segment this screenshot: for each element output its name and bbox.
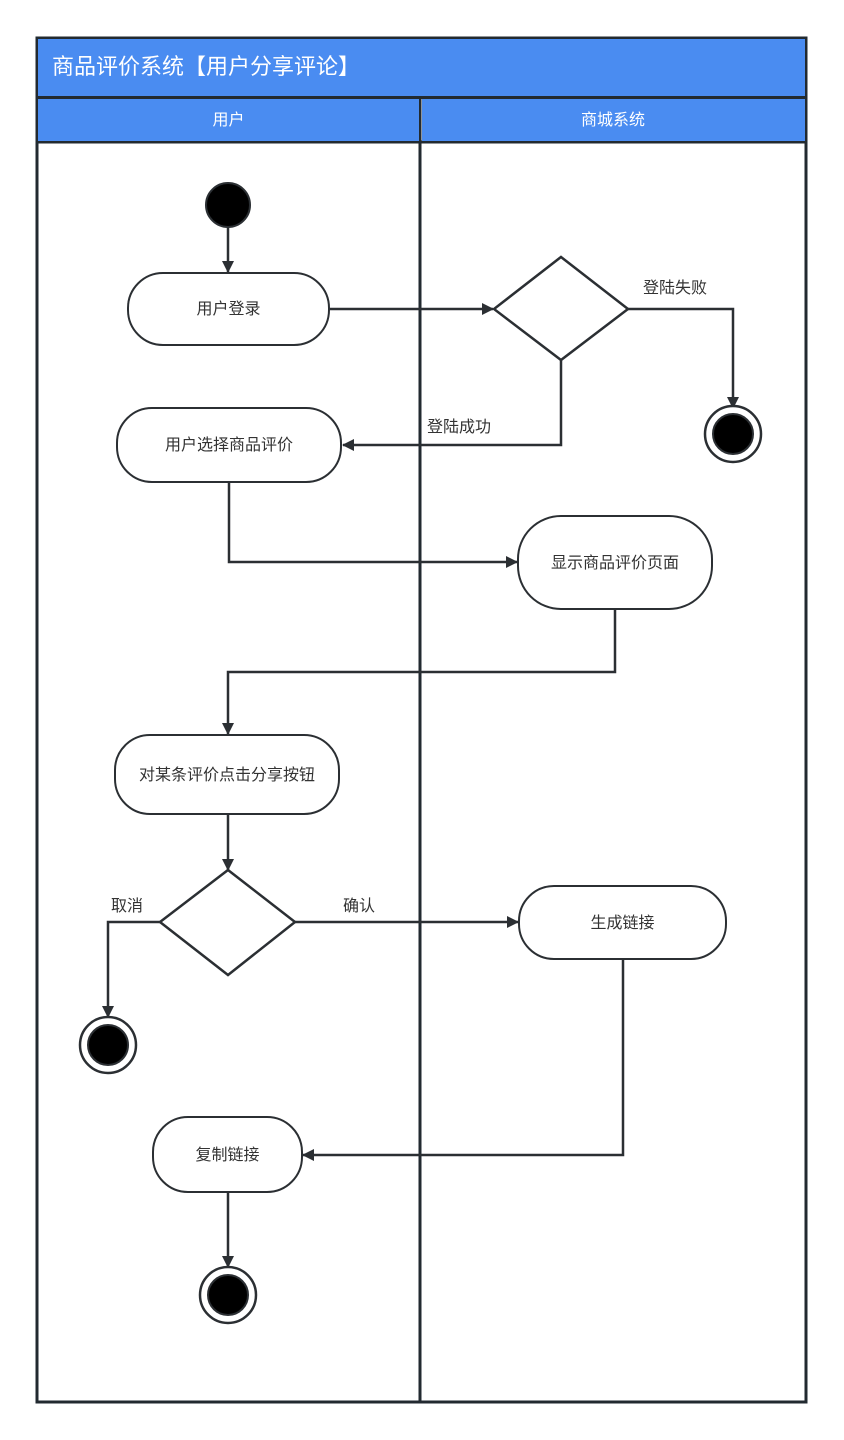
diagram-title: 商品评价系统【用户分享评论】 xyxy=(38,39,805,96)
final-node-cancel-icon xyxy=(78,1015,138,1075)
edge-gen-copy xyxy=(302,960,625,1161)
decision-login-result xyxy=(491,255,631,362)
action-generate-link: 生成链接 xyxy=(518,885,727,960)
action-show-review-page: 显示商品评价页面 xyxy=(517,515,713,610)
lane-header-system: 商城系统 xyxy=(421,99,805,141)
final-node-copy-done-icon xyxy=(198,1265,258,1325)
action-copy-link: 复制链接 xyxy=(152,1116,303,1193)
edge-label-login-failed: 登陆失败 xyxy=(643,278,708,297)
action-click-share: 对某条评价点击分享按钮 xyxy=(114,734,340,815)
initial-node-icon xyxy=(205,182,251,228)
edge-decision1-select xyxy=(342,360,563,451)
edge-decision2-end2 xyxy=(102,920,160,1018)
lane-header-user: 用户 xyxy=(38,99,419,141)
final-node-login-failed-icon xyxy=(703,404,763,464)
edge-label-login-success: 登陆成功 xyxy=(427,417,492,436)
action-select-review: 用户选择商品评价 xyxy=(116,407,342,483)
edge-label-cancel: 取消 xyxy=(111,896,144,915)
edge-label-confirm: 确认 xyxy=(343,896,376,915)
decision-share-confirm xyxy=(157,868,298,977)
edge-show-share xyxy=(222,610,617,735)
edge-select-show xyxy=(227,483,518,568)
action-user-login: 用户登录 xyxy=(127,272,330,346)
edge-decision1-end1 xyxy=(628,307,739,409)
